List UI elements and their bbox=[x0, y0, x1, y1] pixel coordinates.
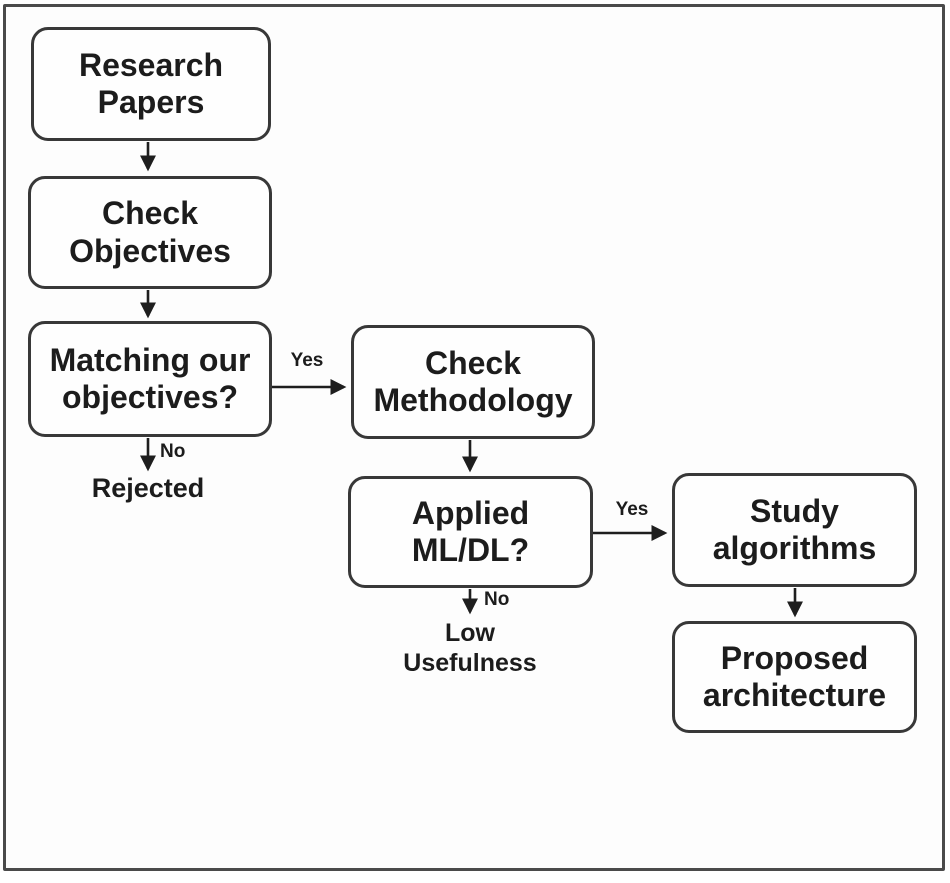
edge-label-applied-no: No bbox=[484, 589, 510, 610]
node-check-methodology: Check Methodology bbox=[351, 325, 595, 439]
edge-label-matching-no: No bbox=[160, 441, 186, 462]
edge-label-applied-yes: Yes bbox=[615, 499, 649, 520]
node-study-algorithms: Study algorithms bbox=[672, 473, 917, 587]
node-matching-objectives: Matching our objectives? bbox=[28, 321, 272, 437]
node-applied-mldl: Applied ML/DL? bbox=[348, 476, 593, 588]
node-check-objectives: Check Objectives bbox=[28, 176, 272, 289]
terminal-low-usefulness: Low Usefulness bbox=[403, 619, 537, 677]
terminal-rejected: Rejected bbox=[91, 473, 205, 503]
edge-label-matching-yes: Yes bbox=[290, 350, 324, 371]
node-research-papers: Research Papers bbox=[31, 27, 271, 141]
node-proposed-architecture: Proposed architecture bbox=[672, 621, 917, 733]
